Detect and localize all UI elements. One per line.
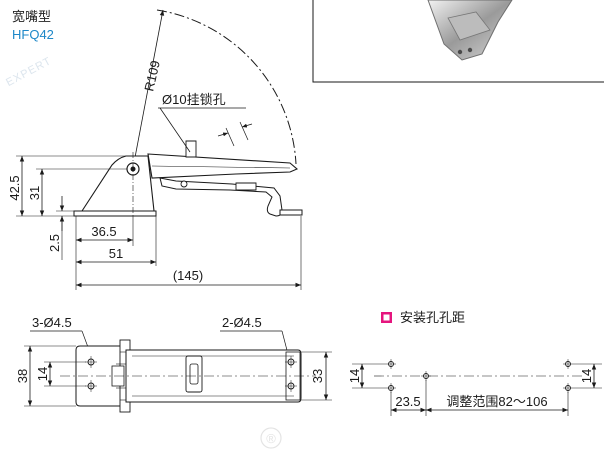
svg-text:38: 38 — [15, 369, 30, 383]
svg-text:33: 33 — [310, 369, 325, 383]
dim-right-width: 33 — [310, 352, 329, 400]
dim-left-hole-spacing: 14 — [35, 362, 53, 386]
bracket-body — [80, 155, 155, 212]
dim-spacing-right: 14 — [579, 364, 597, 388]
svg-text:23.5: 23.5 — [395, 394, 420, 409]
svg-text:®: ® — [266, 431, 276, 446]
svg-text:31: 31 — [27, 186, 42, 200]
svg-text:14: 14 — [579, 369, 594, 383]
spacing-hole — [421, 371, 431, 381]
product-code: HFQ42 — [12, 27, 54, 42]
dim-total-height: 42.5 — [7, 155, 126, 217]
mount-hole — [285, 380, 297, 392]
svg-text:51: 51 — [109, 246, 123, 261]
padlock-hole-label: Ø10挂锁孔 — [162, 92, 226, 107]
spacing-hole — [386, 383, 396, 393]
top-view: 3-Ø4.5 2-Ø4.5 3 — [15, 315, 332, 413]
dim-adjust-range: 调整范围82～106 — [426, 394, 568, 413]
swing-arc — [156, 9, 297, 165]
dim-spacing-left: 14 — [347, 364, 365, 388]
radius-label: R109 — [141, 59, 163, 93]
side-view: R109 Ø10挂锁孔 42.5 — [7, 9, 303, 290]
product-name: 宽嘴型 — [12, 9, 52, 24]
dim-base-length: 51 — [76, 246, 156, 265]
dim-overall-length: (145) — [76, 268, 301, 288]
svg-text:14: 14 — [347, 369, 362, 383]
product-photo — [427, 0, 513, 61]
product-photo-frame — [312, 0, 604, 83]
catch-plate — [235, 182, 257, 191]
left-holes-label: 3-Ø4.5 — [32, 315, 72, 330]
hook-arm — [159, 177, 283, 217]
svg-text:2.5: 2.5 — [47, 234, 62, 252]
spacing-hole — [386, 359, 396, 369]
padlock-tab — [185, 140, 197, 158]
radius-leader — [132, 9, 165, 169]
watermark-registered-mark: ® — [260, 427, 282, 449]
handle-lever — [147, 153, 299, 179]
base-plate — [73, 210, 157, 217]
dim-pivot-height: 31 — [27, 168, 127, 216]
svg-text:36.5: 36.5 — [91, 224, 116, 239]
mount-hole — [85, 380, 97, 392]
dim-left-width: 38 — [15, 346, 33, 406]
spacing-hole — [563, 383, 573, 393]
svg-text:42.5: 42.5 — [7, 175, 22, 200]
dim-base-thickness: 2.5 — [47, 196, 74, 260]
dim-offset: 23.5 — [391, 394, 426, 413]
mount-hole — [85, 356, 97, 368]
svg-text:14: 14 — [35, 367, 50, 381]
svg-text:(145): (145) — [173, 268, 203, 283]
catch-base — [279, 209, 303, 216]
dim-pivot-x: 36.5 — [76, 224, 133, 243]
legend-label: 安装孔孔距 — [400, 310, 465, 325]
mount-hole — [285, 356, 297, 368]
svg-text:调整范围82～106: 调整范围82～106 — [446, 394, 547, 409]
spacing-hole — [563, 359, 573, 369]
hole-spacing-view: 安装孔孔距 14 14 23.5 调整范围82～106 — [347, 310, 602, 416]
right-holes-label: 2-Ø4.5 — [222, 315, 262, 330]
